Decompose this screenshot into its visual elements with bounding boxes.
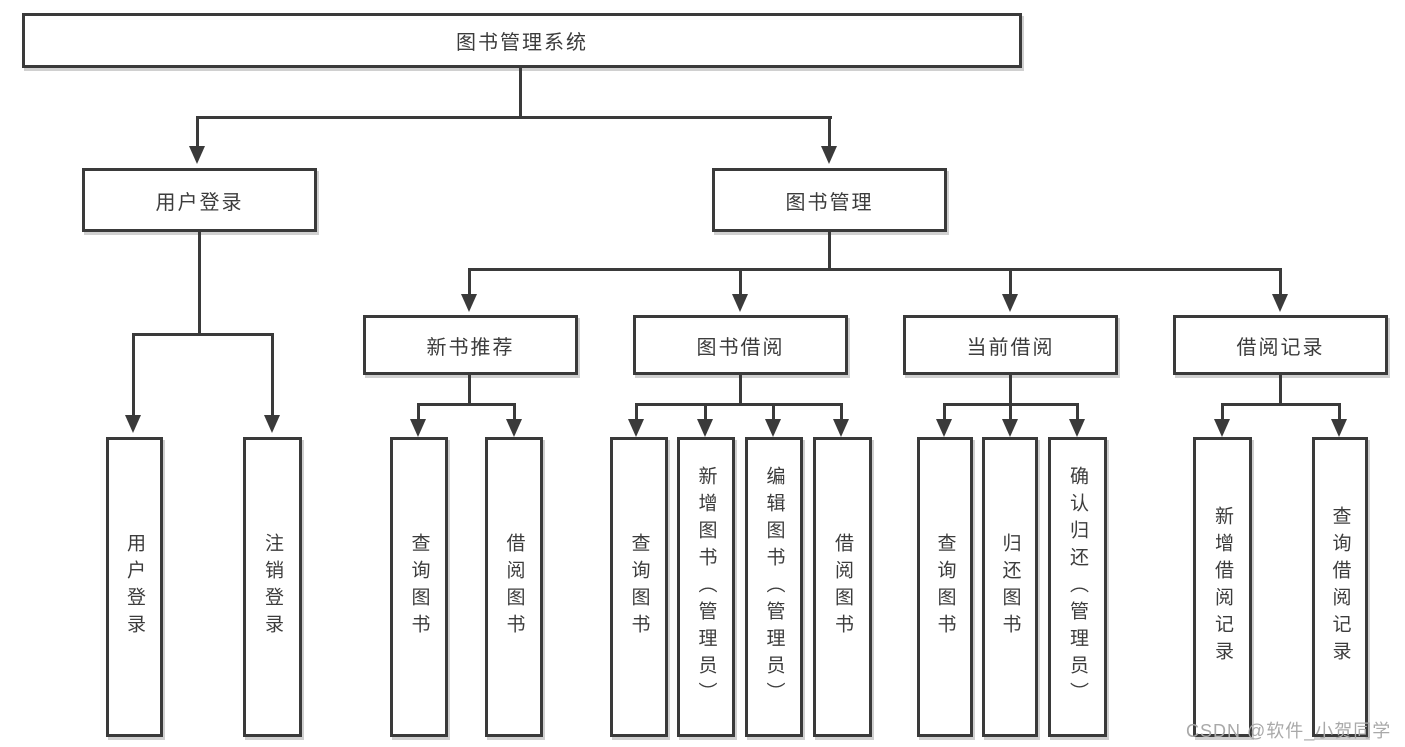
arrowhead-down (1069, 419, 1085, 437)
leaf-label: 查询图书 (628, 533, 650, 641)
leaf-borrow-books-recommend: 借阅图书 (485, 437, 543, 737)
connector-vline (519, 68, 522, 119)
connector-vline (1279, 268, 1282, 296)
node-new-book-recommend: 新书推荐 (363, 315, 578, 375)
connector-vline (132, 333, 135, 417)
connector-hline (635, 403, 843, 406)
connector-hline (1221, 403, 1341, 406)
leaf-label: 借阅图书 (832, 533, 853, 641)
connector-vline (1009, 268, 1012, 296)
connector-vline (840, 403, 843, 421)
leaf-add-books-admin: 新增图书（管理员） (677, 437, 735, 737)
leaf-label: 注销登录 (262, 533, 283, 641)
csdn-watermark: CSDN @软件_小贺同学 (1186, 721, 1392, 741)
node-library-system: 图书管理系统 (22, 13, 1022, 68)
arrowhead-down (1272, 294, 1288, 312)
node-label: 图书借阅 (696, 336, 785, 359)
leaf-add-borrow-record: 新增借阅记录 (1193, 437, 1252, 737)
connector-vline (1221, 403, 1224, 421)
arrowhead-down (264, 415, 280, 433)
connector-hline (196, 116, 832, 119)
arrowhead-down (1002, 419, 1018, 437)
arrowhead-down (1002, 294, 1018, 312)
connector-vline (943, 403, 946, 421)
arrowhead-down (461, 294, 477, 312)
arrowhead-down (189, 146, 205, 164)
connector-vline (468, 375, 471, 405)
arrowhead-down (410, 419, 426, 437)
node-label: 借阅记录 (1236, 336, 1325, 359)
leaf-label: 查询借阅记录 (1329, 506, 1351, 668)
connector-vline (271, 333, 274, 417)
leaf-label: 查询图书 (934, 533, 956, 641)
leaf-user-login: 用户登录 (106, 437, 163, 737)
leaf-query-borrow-record: 查询借阅记录 (1312, 437, 1368, 737)
connector-vline (704, 403, 707, 421)
leaf-return-books: 归还图书 (982, 437, 1038, 737)
connector-vline (1009, 375, 1012, 405)
leaf-label: 借阅图书 (503, 533, 525, 641)
connector-vline (198, 232, 201, 335)
node-book-management: 图书管理 (712, 168, 947, 232)
connector-vline (828, 116, 831, 148)
arrowhead-down (125, 415, 141, 433)
leaf-label: 新增借阅记录 (1212, 506, 1233, 668)
leaf-query-books-recommend: 查询图书 (390, 437, 448, 737)
arrowhead-down (697, 419, 713, 437)
connector-vline (1279, 375, 1282, 405)
connector-vline (513, 403, 516, 421)
leaf-label: 归还图书 (999, 533, 1021, 641)
leaf-edit-books-admin: 编辑图书（管理员） (745, 437, 803, 737)
connector-vline (196, 116, 199, 148)
connector-hline (417, 403, 516, 406)
connector-vline (772, 403, 775, 421)
node-label: 图书管理系统 (456, 32, 588, 54)
arrowhead-down (732, 294, 748, 312)
leaf-query-books-borrowing: 查询图书 (610, 437, 668, 737)
node-borrowing-records: 借阅记录 (1173, 315, 1388, 375)
arrowhead-down (628, 419, 644, 437)
connector-vline (1338, 403, 1341, 421)
connector-vline (417, 403, 420, 421)
leaf-borrow-books-borrowing: 借阅图书 (813, 437, 872, 737)
connector-vline (739, 375, 742, 405)
leaf-label: 查询图书 (408, 533, 430, 641)
arrowhead-down (833, 419, 849, 437)
leaf-label: 确认归还（管理员） (1067, 465, 1088, 709)
connector-vline (468, 268, 471, 296)
arrowhead-down (1214, 419, 1230, 437)
arrowhead-down (1331, 419, 1347, 437)
leaf-label: 新增图书（管理员） (695, 465, 717, 709)
connector-hline (468, 268, 1282, 271)
node-label: 图书管理 (785, 191, 874, 214)
node-current-borrowing: 当前借阅 (903, 315, 1118, 375)
connector-vline (635, 403, 638, 421)
node-user-login: 用户登录 (82, 168, 317, 232)
arrowhead-down (506, 419, 522, 437)
node-label: 用户登录 (155, 191, 244, 214)
node-book-borrowing: 图书借阅 (633, 315, 848, 375)
node-label: 新书推荐 (426, 336, 515, 359)
connector-vline (828, 232, 831, 270)
leaf-label: 用户登录 (124, 533, 145, 641)
arrowhead-down (765, 419, 781, 437)
connector-hline (132, 333, 274, 336)
leaf-confirm-return-admin: 确认归还（管理员） (1048, 437, 1107, 737)
arrowhead-down (936, 419, 952, 437)
leaf-label: 编辑图书（管理员） (763, 465, 785, 709)
connector-vline (1076, 403, 1079, 421)
arrowhead-down (821, 146, 837, 164)
node-label: 当前借阅 (966, 336, 1055, 359)
connector-vline (739, 268, 742, 296)
connector-vline (1009, 403, 1012, 421)
leaf-logout: 注销登录 (243, 437, 302, 737)
leaf-query-books-current: 查询图书 (917, 437, 973, 737)
